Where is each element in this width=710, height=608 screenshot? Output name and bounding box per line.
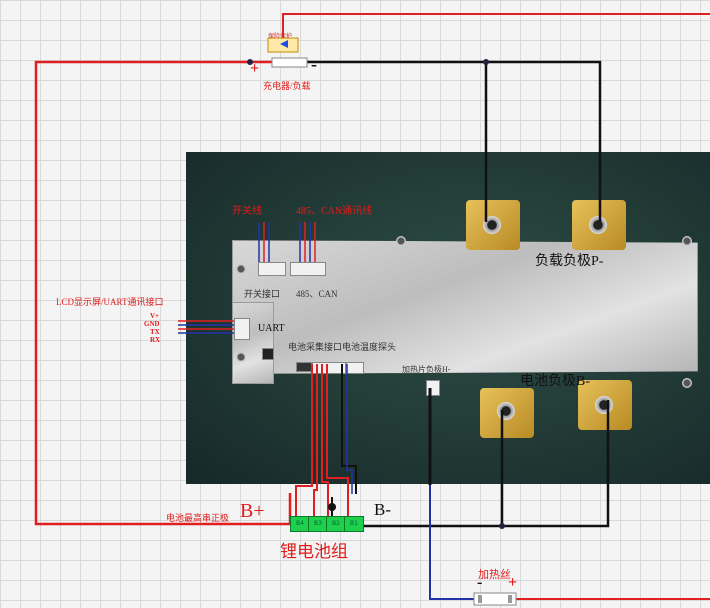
switch-wire-label: 开关线: [232, 206, 262, 217]
charger-plus-label: +: [250, 60, 260, 77]
b-minus-label: B-: [374, 500, 391, 519]
cell-b4: B4: [290, 516, 310, 532]
temp-probe-label: 电池温度探头: [342, 342, 397, 352]
junction-dot: [499, 523, 505, 529]
can-wire-label: 485、CAN通讯线: [296, 206, 373, 217]
mount-hole-icon: [396, 236, 406, 246]
load-negative-label: 负载负极P-: [535, 254, 604, 269]
battery-negative-label: 电池负极B-: [520, 374, 590, 389]
blue-heater-wire: [429, 485, 474, 600]
uart-wires: [178, 320, 234, 334]
bolt-icon: [589, 216, 607, 234]
heater-minus-label: -: [477, 574, 483, 591]
mount-hole-icon: [682, 378, 692, 388]
bms-photo: [186, 152, 710, 484]
heater-negative-label: 加热片负极H-: [402, 365, 451, 374]
b-plus-label: B+: [240, 500, 265, 522]
switch-connector: [258, 262, 286, 276]
port-485-can-label: 485、CAN: [296, 289, 338, 299]
junction-dot: [483, 59, 489, 65]
cell-b2: B2: [326, 516, 346, 532]
b-plus-description: 电池最高串正极: [166, 513, 230, 523]
charger-load-label: 充电器/负载: [263, 81, 311, 91]
switch-port-label: 开关接口: [244, 289, 281, 299]
battery-pack-label: 锂电池组: [280, 542, 348, 561]
red-b-plus-wire: [34, 60, 292, 526]
cell-b1: B1: [344, 516, 364, 532]
uart-port-label: UART: [258, 323, 285, 334]
black-b-neg-wire: [500, 400, 610, 528]
temp-probe-wires: [341, 364, 357, 494]
uart-pin-tx: TX: [150, 328, 160, 336]
can-connector: [290, 262, 326, 276]
heater-element: [473, 592, 517, 606]
red-top-wire: [282, 13, 710, 38]
uart-pin-rx: RX: [150, 336, 161, 344]
uart-connector: [234, 318, 250, 340]
mount-hole-icon: [236, 352, 246, 362]
diode-icon: [280, 40, 288, 48]
mount-hole-icon: [682, 236, 692, 246]
uart-title-label: LCD显示屏/UART通讯接口: [56, 297, 164, 307]
bms-board-tab: [232, 302, 274, 384]
junction-dot: [328, 503, 336, 511]
mount-hole-icon: [236, 264, 246, 274]
black-p-neg-wire: [307, 60, 602, 222]
fuse-label: 保险保护: [268, 34, 293, 40]
uart-pin-gnd: GND: [144, 320, 160, 328]
misc-connector: [262, 348, 274, 360]
cell-b3: B3: [308, 516, 328, 532]
heater-plus-label: +: [508, 574, 518, 591]
switch-can-wires: [258, 222, 316, 262]
bolt-icon: [483, 216, 501, 234]
red-sample-wires: [295, 364, 349, 516]
charger-connector: [271, 57, 308, 68]
junction-dot: [247, 59, 253, 65]
uart-pin-vplus: V+: [150, 312, 160, 320]
charger-minus-label: -: [311, 54, 317, 74]
heater-label: 加热丝: [478, 569, 511, 581]
sample-port-label: 电池采集接口: [288, 342, 343, 352]
